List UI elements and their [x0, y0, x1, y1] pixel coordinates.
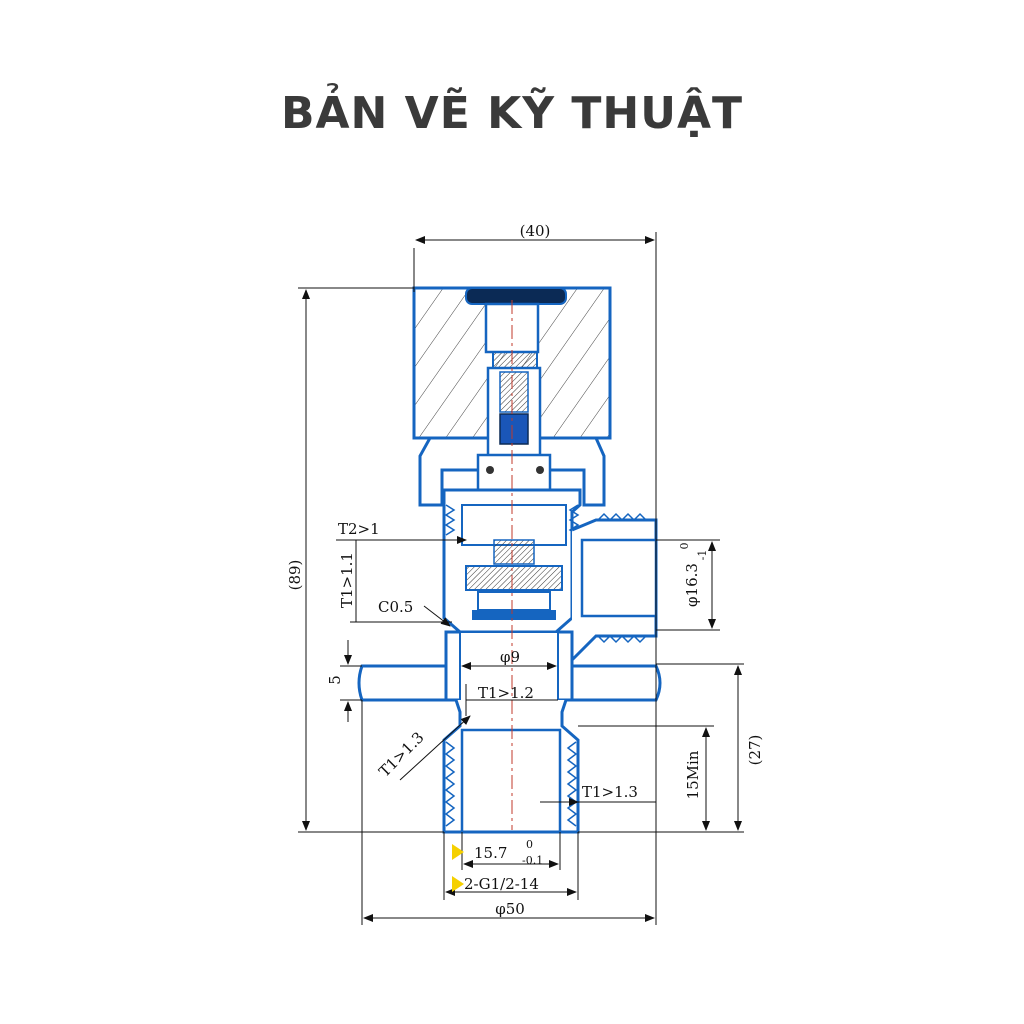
dim-c0-5: C0.5	[378, 598, 413, 616]
side-outlet	[570, 512, 658, 662]
yellow-marker-icon	[452, 876, 464, 892]
dim-5: 5	[326, 675, 344, 685]
dim-phi-16-3: φ16.3	[683, 563, 701, 607]
dim-15-7: 15.7	[474, 844, 507, 862]
dim-height-89: (89)	[286, 560, 304, 591]
dim-phi-9: φ9	[500, 648, 520, 666]
dim-phi-50: φ50	[495, 900, 525, 918]
dim-thread: 2-G1/2-14	[464, 875, 539, 893]
dim-15-7-lower-tol: -0.1	[522, 854, 543, 867]
dim-15-7-upper-tol: 0	[526, 838, 533, 851]
dim-t2: T2>1	[338, 520, 380, 538]
dim-phi-16-3-upper-tol: 0	[678, 543, 691, 550]
dim-15-min: 15Min	[684, 750, 702, 799]
threaded-inlet	[442, 699, 580, 834]
dim-phi-16-3-lower-tol: -1	[696, 550, 709, 561]
dim-width-40: (40)	[520, 222, 551, 240]
page-title: BẢN VẼ KỸ THUẬT	[280, 88, 744, 139]
dim-t1-1-3-right: T1>1.3	[582, 783, 638, 801]
spindle	[476, 351, 552, 497]
dimension-lines	[298, 232, 744, 925]
dim-t1-1-3-left: T1>1.3	[375, 728, 427, 780]
yellow-marker-icon	[452, 844, 464, 860]
dim-t1-1-2: T1>1.2	[478, 684, 534, 702]
dim-27: (27)	[746, 735, 764, 766]
dim-t1-1-1: T1>1.1	[338, 552, 356, 608]
